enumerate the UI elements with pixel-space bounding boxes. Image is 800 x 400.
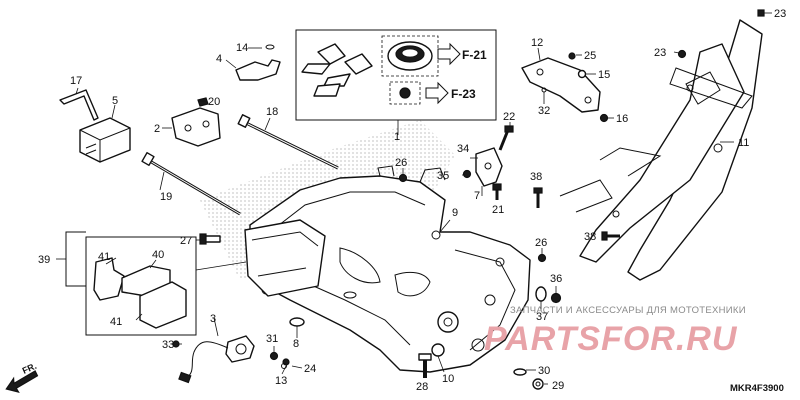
part-26-bolt-top (398, 168, 408, 183)
callout-33: 33 (162, 339, 174, 351)
callout-35: 35 (437, 170, 449, 182)
part-7-bracket (462, 147, 503, 196)
callout-16: 16 (616, 113, 628, 125)
callout-23a: 23 (774, 8, 786, 20)
callout-3: 3 (210, 313, 216, 325)
part-4-bracket (225, 44, 281, 81)
part-22-bolt (498, 122, 514, 151)
part-3-sensor (172, 317, 255, 384)
callout-41b: 41 (110, 316, 122, 328)
callout-26a: 26 (395, 157, 407, 169)
part-27-bolt (196, 233, 221, 245)
callouts: 1 2 3 4 5 7 8 9 10 11 12 13 14 15 16 17 … (38, 8, 786, 393)
callout-23b: 23 (654, 47, 666, 59)
part-23-nuts (673, 9, 772, 59)
callout-38a: 38 (530, 171, 542, 183)
callout-27: 27 (180, 235, 192, 247)
part-2-bracket (162, 97, 221, 147)
watermark-logo: PARTSFOR.RU (484, 320, 738, 358)
callout-38b: 38 (584, 231, 596, 243)
callout-21: 21 (492, 204, 504, 216)
watermark-text: ЗАПЧАСТИ И АКСЕССУАРЫ ДЛЯ МОТОТЕХНИКИ (510, 305, 746, 316)
ref-f23: F-23 (451, 87, 476, 101)
part-16-nut (599, 113, 614, 123)
callout-24: 24 (304, 363, 316, 375)
part-18-bolt (237, 114, 339, 170)
ref-f21: F-21 (462, 48, 487, 62)
part-21-bolt (492, 183, 502, 200)
callout-28: 28 (416, 381, 428, 393)
kit-box (295, 29, 497, 135)
small-nuts (269, 317, 305, 375)
callout-5: 5 (112, 95, 118, 107)
leader-9 (439, 219, 451, 233)
callout-29: 29 (552, 380, 564, 392)
part-38-bolts (533, 187, 620, 241)
callout-2: 2 (154, 123, 160, 135)
callout-26b: 26 (535, 237, 547, 249)
callout-17: 17 (70, 75, 82, 87)
callout-40: 40 (152, 249, 164, 261)
callout-1: 1 (394, 131, 400, 143)
part-11-subframe (559, 19, 763, 281)
callout-22: 22 (503, 111, 515, 123)
headpipe-cover (244, 219, 326, 297)
callout-34: 34 (457, 143, 469, 155)
part-17-strap (59, 87, 99, 121)
callout-10: 10 (442, 373, 454, 385)
callout-8: 8 (293, 338, 299, 350)
callout-36: 36 (550, 273, 562, 285)
callout-7: 7 (474, 190, 480, 202)
callout-4: 4 (216, 53, 222, 65)
callout-9: 9 (452, 207, 458, 219)
part-26-36-37 (535, 248, 562, 310)
callout-11: 11 (738, 137, 749, 149)
callout-30: 30 (538, 365, 550, 377)
callout-15: 15 (598, 69, 610, 81)
callout-37: 37 (536, 311, 548, 323)
callout-20: 20 (208, 96, 220, 108)
callout-14: 14 (236, 42, 248, 54)
part-29-30 (513, 368, 548, 390)
drawing-code: MKR4F3900 (730, 383, 784, 394)
part-5-regulator (79, 104, 131, 163)
part-19-bolt (141, 151, 241, 216)
callout-41a: 41 (98, 251, 110, 263)
callout-39: 39 (38, 254, 50, 266)
callout-32: 32 (538, 105, 550, 117)
part-39-box (56, 231, 247, 336)
part-12-bracket (521, 47, 601, 113)
callout-25: 25 (584, 50, 596, 62)
callout-12: 12 (531, 37, 543, 49)
callout-18: 18 (266, 106, 278, 118)
front-arrow (5, 370, 39, 394)
part-10-28 (418, 343, 445, 378)
callout-13: 13 (275, 375, 287, 387)
callout-31: 31 (266, 333, 278, 345)
callout-19: 19 (160, 191, 172, 203)
